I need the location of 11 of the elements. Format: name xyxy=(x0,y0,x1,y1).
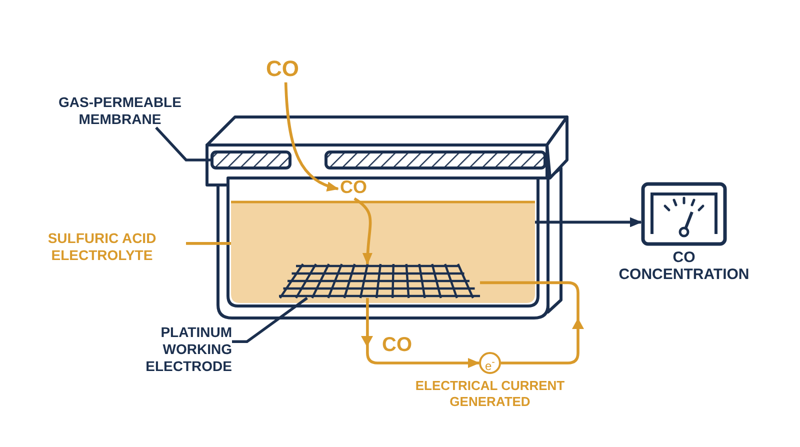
gas-permeable-membrane xyxy=(210,150,546,170)
electrolyte-liquid xyxy=(231,200,535,303)
part-label: SULFURIC ACID ELECTROLYTE xyxy=(46,230,158,264)
measurement-label: CO CONCENTRATION xyxy=(618,249,750,284)
part-label: PLATINUM WORKING ELECTRODE xyxy=(144,324,232,374)
gas-label: CO xyxy=(266,56,300,82)
gas-label: CO xyxy=(340,177,368,199)
electrode-mesh xyxy=(279,263,480,299)
caption-label: ELECTRICAL CURRENT GENERATED xyxy=(414,378,566,410)
part-label: GAS-PERMEABLE MEMBRANE xyxy=(58,94,182,128)
electron-symbol: e$^{-}$ xyxy=(479,352,501,374)
